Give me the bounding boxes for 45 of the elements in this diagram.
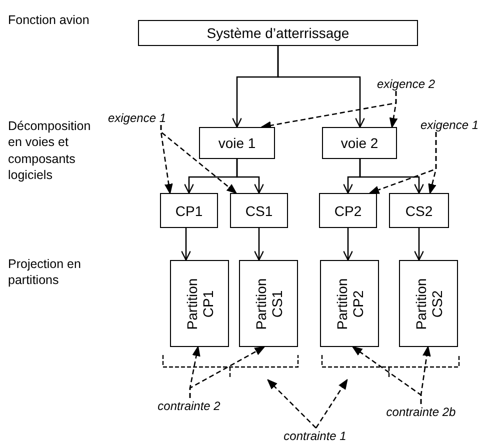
dashed-arrow <box>389 91 398 128</box>
partition-box <box>170 260 229 347</box>
arrow <box>254 228 264 261</box>
level-label: Fonction avion <box>8 12 90 28</box>
arrow <box>277 46 366 128</box>
box-label: CS2 <box>405 202 433 218</box>
process-box <box>138 20 418 46</box>
process-box <box>319 193 377 228</box>
box-label: voie 2 <box>340 135 378 151</box>
box-label: CP2 <box>334 202 362 218</box>
level-label: Projection en partitions <box>8 256 82 288</box>
dashed-arrow <box>420 346 431 404</box>
process-box <box>389 193 449 228</box>
dashed-arrow <box>160 125 237 194</box>
partition-label: Partition CS1 <box>252 276 285 332</box>
arrow <box>342 228 354 261</box>
partition-label: Partition CP2 <box>333 276 366 332</box>
annotation-text: contrainte 1 <box>270 428 360 443</box>
box-label: voie 1 <box>218 135 256 151</box>
arrow <box>236 159 264 194</box>
annotation-text: exigence 1 <box>105 110 169 125</box>
process-box <box>199 127 275 159</box>
annotation-text: exigence 1 <box>418 117 481 132</box>
process-box <box>160 193 218 228</box>
partition-box <box>320 260 379 347</box>
partition-box <box>239 260 298 347</box>
annotation-text: contrainte 2 <box>149 398 229 413</box>
dashed-arrow <box>189 346 265 398</box>
box-label: Système d’atterrissage <box>206 25 350 41</box>
arrow <box>359 159 424 194</box>
annotation-text: contrainte 2b <box>378 404 464 419</box>
box-label: CS1 <box>245 202 273 218</box>
arrow <box>180 228 192 261</box>
partition-label: Partition CS2 <box>412 276 445 332</box>
process-box <box>322 127 397 159</box>
arrow <box>414 228 424 261</box>
annotation-text: exigence 2 <box>373 76 439 91</box>
dashed-arrow <box>428 132 437 194</box>
partition-box <box>399 260 458 347</box>
level-label: Décomposition en voies et composants logiciels <box>8 118 92 183</box>
process-box <box>230 193 288 228</box>
dashed-arrow <box>315 379 348 428</box>
dashed-arrow <box>267 379 316 428</box>
partition-label: Partition CP1 <box>183 276 216 332</box>
box-label: CP1 <box>175 202 203 218</box>
